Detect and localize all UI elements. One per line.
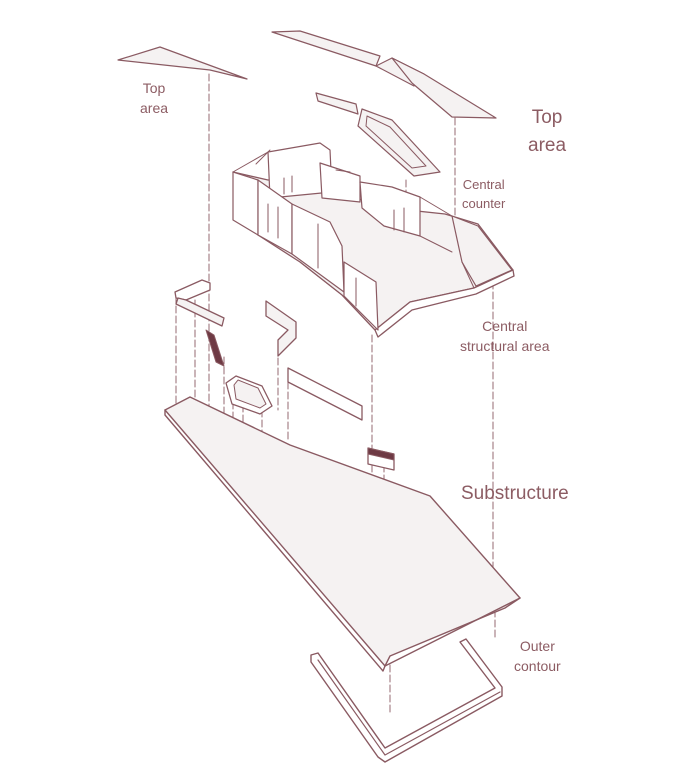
- label-top-area-left-line2: area: [140, 100, 169, 117]
- outer-contour: [310, 638, 503, 763]
- label-outer-contour: Outer contour: [514, 636, 561, 677]
- label-top-area-right: Top area: [528, 104, 566, 159]
- label-top-area-right-line1: Top: [531, 107, 563, 128]
- label-substructure: Substructure: [461, 483, 569, 504]
- top-area-left-piece: [117, 46, 248, 80]
- top-area-right-pieces: [271, 30, 497, 177]
- label-outer-contour-line1: Outer: [519, 638, 555, 654]
- label-top-area-left-line1: Top: [142, 80, 166, 96]
- substructure-slab: [164, 396, 521, 672]
- label-central-counter-line2: counter: [462, 195, 506, 211]
- label-central-structural-area-line1: Central: [482, 318, 528, 334]
- label-central-structural-area-line2: structural area: [460, 338, 550, 355]
- label-top-area-left: Top area: [140, 78, 168, 119]
- central-counter-pieces: [174, 279, 395, 471]
- central-structural-volume: [232, 142, 515, 338]
- label-central-counter-line1: Central: [462, 177, 505, 192]
- label-top-area-right-line2: area: [528, 134, 567, 156]
- label-central-counter: Central counter: [462, 176, 505, 214]
- label-central-structural-area: Central structural area: [460, 316, 549, 357]
- label-outer-contour-line2: contour: [514, 658, 561, 675]
